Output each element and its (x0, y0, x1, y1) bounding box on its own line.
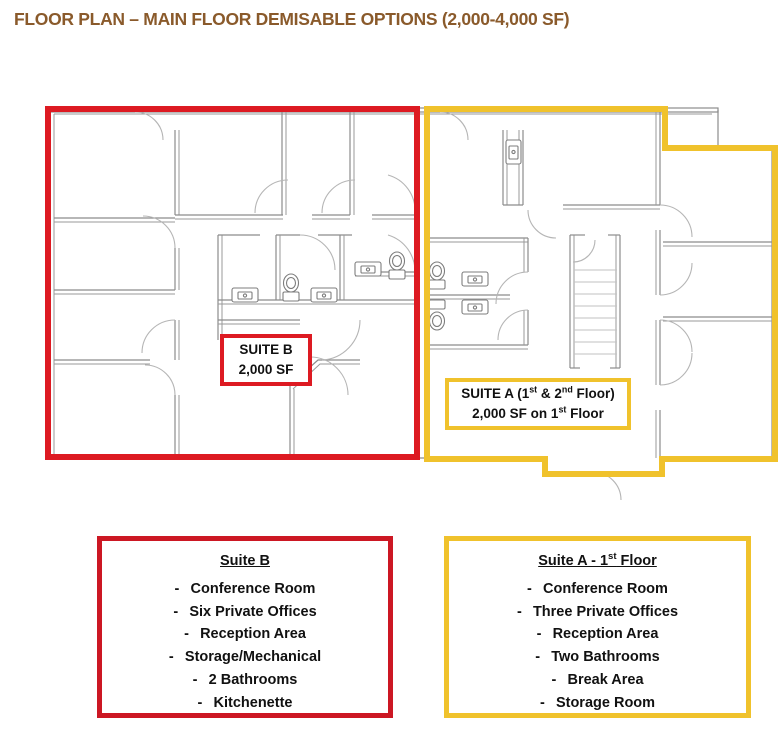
list-item: -Conference Room (174, 580, 316, 597)
sink-fixture (310, 287, 338, 303)
bathroom-fixtures (231, 139, 522, 331)
suite-a-boundary (424, 106, 778, 477)
sink-fixture (354, 261, 382, 277)
superscript-st: st (558, 404, 567, 415)
superscript-nd: nd (561, 384, 573, 395)
list-item: -Reception Area (536, 626, 659, 643)
sink-fixture (505, 139, 522, 165)
suite-b-callout: SUITE B 2,000 SF (220, 334, 312, 386)
suite-a-callout-name: SUITE A (1st & 2nd Floor) (461, 384, 615, 402)
suite-a-walls (428, 110, 772, 472)
suite-a-callout: SUITE A (1st & 2nd Floor) 2,000 SF on 1s… (445, 378, 631, 430)
building-walls (47, 107, 773, 473)
toilet-fixture (282, 273, 300, 302)
door-arcs (134, 111, 693, 501)
suite-b-boundary (45, 106, 420, 460)
legend-suite-a: Suite A - 1st Floor -Conference Room -Th… (444, 536, 751, 718)
legend-suite-a-title: Suite A - 1st Floor (538, 551, 657, 569)
superscript-st: st (608, 551, 617, 563)
legend-suite-b-list: -Conference Room -Six Private Offices -R… (102, 578, 388, 715)
list-item: -Break Area (551, 671, 644, 688)
list-item: -Storage/Mechanical (168, 649, 322, 665)
suite-b-callout-name: SUITE B (239, 342, 293, 358)
sink-fixture (461, 299, 489, 315)
toilet-fixture (428, 261, 446, 290)
list-item: -Three Private Offices (516, 603, 679, 620)
legend-suite-b-title: Suite B (220, 553, 270, 569)
list-item: -Conference Room (527, 580, 668, 597)
sink-fixture (231, 287, 259, 303)
list-item: -Kitchenette (197, 694, 293, 711)
list-item: -2 Bathrooms (192, 671, 298, 688)
toilet-fixture (428, 299, 446, 331)
floor-plan-svg: .w { stroke:#8c8c8c; stroke-width:1.2; f… (45, 106, 778, 501)
list-item: -Six Private Offices (173, 603, 317, 620)
list-item: -Two Bathrooms (535, 649, 660, 665)
superscript-st: st (529, 384, 538, 395)
legend-suite-b: Suite B -Conference Room -Six Private Of… (97, 536, 393, 718)
toilet-fixture (388, 251, 406, 280)
page-title: FLOOR PLAN – MAIN FLOOR DEMISABLE OPTION… (14, 9, 570, 29)
suite-b-callout-area: 2,000 SF (238, 362, 294, 377)
suite-a-callout-area: 2,000 SF on 1st Floor (472, 404, 604, 421)
legend-suite-a-list: -Conference Room -Three Private Offices … (449, 578, 746, 715)
list-item: -Reception Area (184, 626, 306, 643)
list-item: -Storage Room (539, 694, 656, 711)
sink-fixture (461, 271, 489, 287)
staircase (572, 239, 617, 355)
floor-plan-diagram: .w { stroke:#8c8c8c; stroke-width:1.2; f… (45, 106, 778, 501)
